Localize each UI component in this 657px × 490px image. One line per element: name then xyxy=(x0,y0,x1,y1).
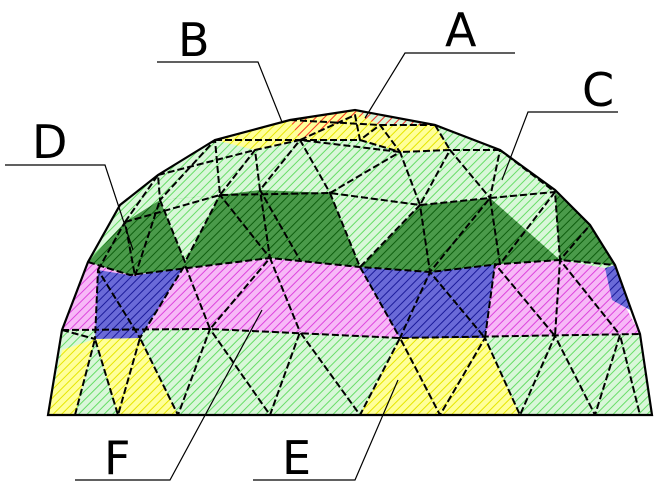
zone-c-triangle xyxy=(160,195,220,262)
label-d: D xyxy=(32,115,67,169)
zone-blue-triangle xyxy=(430,264,495,338)
leader-b xyxy=(157,61,283,123)
zone-blue-triangle xyxy=(98,265,185,338)
zone-b-yellow xyxy=(215,120,300,150)
zone-c-triangle xyxy=(330,193,420,267)
zone-a-red-cap xyxy=(290,110,435,140)
zone-b-yellow xyxy=(360,125,450,152)
label-a: A xyxy=(445,3,477,57)
zone-blue-triangle xyxy=(605,265,630,310)
zone-blue-triangle xyxy=(400,272,485,338)
zone-e-triangle xyxy=(48,339,95,415)
zone-e-triangle xyxy=(95,338,140,415)
label-e: E xyxy=(282,431,311,485)
label-f: F xyxy=(104,431,130,485)
dome-outline xyxy=(46,108,654,417)
label-b: B xyxy=(178,13,210,67)
leader-a xyxy=(364,52,515,119)
leader-d xyxy=(5,164,134,251)
zone-e-triangle xyxy=(118,338,178,415)
label-leaders xyxy=(5,52,618,481)
leader-f xyxy=(75,309,263,481)
zone-blue-triangle xyxy=(95,270,140,339)
dome-struts xyxy=(61,114,641,416)
label-c: C xyxy=(582,63,614,117)
zone-blue-triangle xyxy=(360,267,430,338)
leader-c xyxy=(501,111,618,181)
zone-e-triangle xyxy=(360,338,440,415)
leader-e xyxy=(253,379,399,481)
